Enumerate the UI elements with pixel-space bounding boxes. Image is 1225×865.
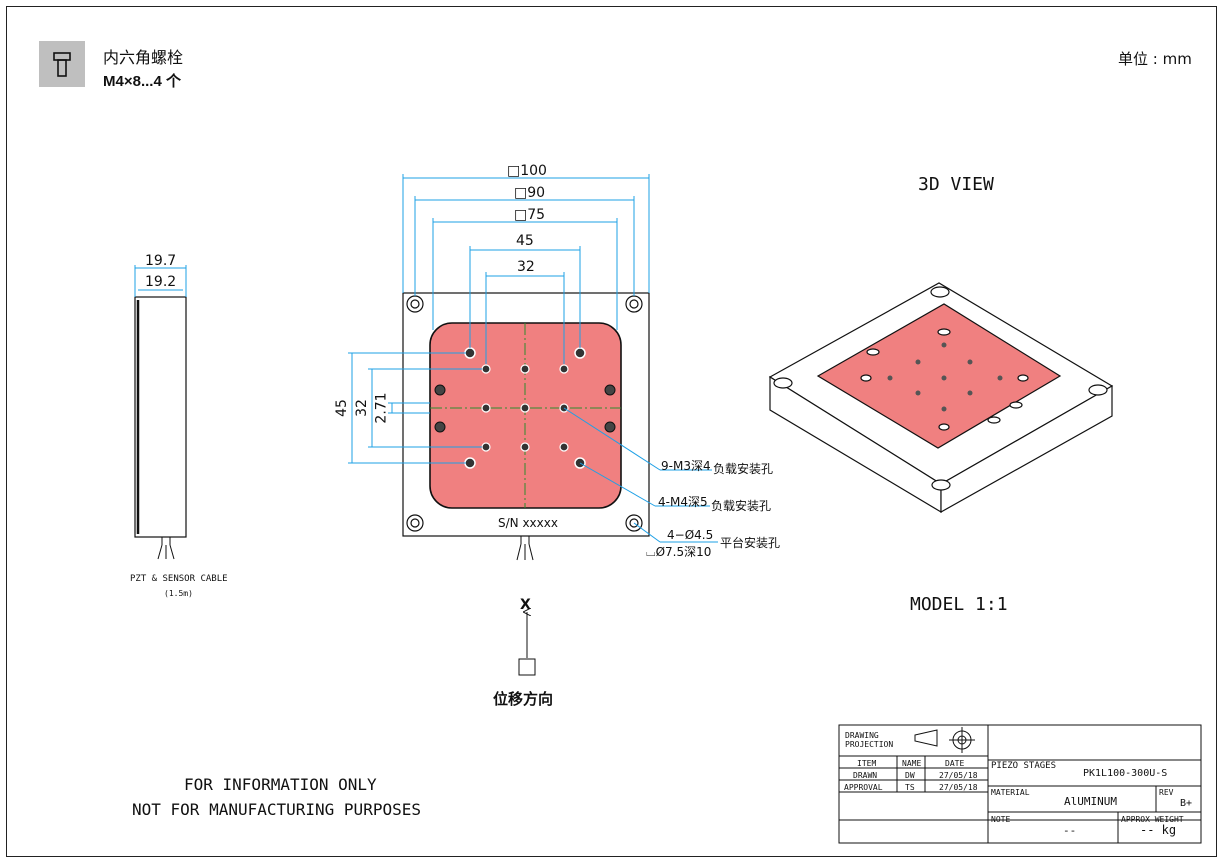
iso-view [768,282,1114,514]
tb-projection: DRAWING PROJECTION [845,731,894,749]
dim-32: 32 [517,259,535,275]
tb-row1-item: DRAWN [853,771,878,780]
tb-weight: -- kg [1140,823,1177,837]
tb-row1-date: 27/05/18 [939,771,978,780]
callout-mount: 4−Ø4.5 [667,528,714,542]
cable-label: PZT & SENSOR CABLE [130,574,228,584]
direction-label: 位移方向 [493,690,554,708]
callout-cbore: ⌴Ø7.5深10 [646,545,712,559]
dim-19-7: 19.7 [145,253,177,269]
dim-v271: 2.71 [373,392,390,424]
tb-rev-label: REV [1159,788,1174,797]
tb-col-item: ITEM [857,759,877,768]
tb-material-label: MATERIAL [991,788,1030,797]
axis-label: X [520,597,531,613]
bolt-icon [39,41,85,87]
dim-45: 45 [516,233,534,249]
dim-75: □75 [514,207,546,223]
tb-row2-name: TS [905,783,915,792]
tb-weight-label: APPROX WEIGHT [1121,815,1184,824]
tb-row1-name: DW [905,771,915,780]
unit-label: 单位 : mm [1118,50,1192,68]
callout-m4-desc: 负载安装孔 [711,499,772,513]
dim-100: □100 [507,163,547,179]
tb-part-no: PK1L100-300U-S [1083,768,1168,779]
cable-length: (1.5m) [164,589,193,598]
tb-rev: B+ [1180,798,1193,809]
view3d-title: 3D VIEW [918,174,994,195]
model-label: MODEL 1:1 [910,594,1008,615]
tb-col-date: DATE [945,759,965,768]
tb-note: -- [1063,824,1077,837]
dim-v32: 32 [353,399,370,417]
dim-90: □90 [514,185,546,201]
side-view [134,265,187,560]
tb-row2-date: 27/05/18 [939,783,978,792]
disclaimer-line1: FOR INFORMATION ONLY [184,775,377,794]
bolt-name: 内六角螺栓 [103,48,184,67]
tb-product-label: PIEZO STAGES [991,761,1057,771]
callout-m3-desc: 负载安装孔 [713,462,774,476]
drawing-frame [6,6,1217,857]
tb-material: AlUMINUM [1064,795,1117,808]
tb-note-label: NOTE [991,815,1011,824]
tb-col-name: NAME [902,759,922,768]
callout-mount-desc: 平台安装孔 [720,536,781,550]
dim-v45: 45 [333,399,350,417]
callout-m4: 4-M4深5 [658,495,708,509]
bolt-spec: M4×8...4 个 [103,73,181,90]
tb-row2-item: APPROVAL [844,783,883,792]
serial-number: S/N xxxxx [498,516,558,530]
callout-m3: 9-M3深4 [661,459,711,473]
disclaimer-line2: NOT FOR MANUFACTURING PURPOSES [132,800,421,819]
dim-19-2: 19.2 [145,274,177,290]
